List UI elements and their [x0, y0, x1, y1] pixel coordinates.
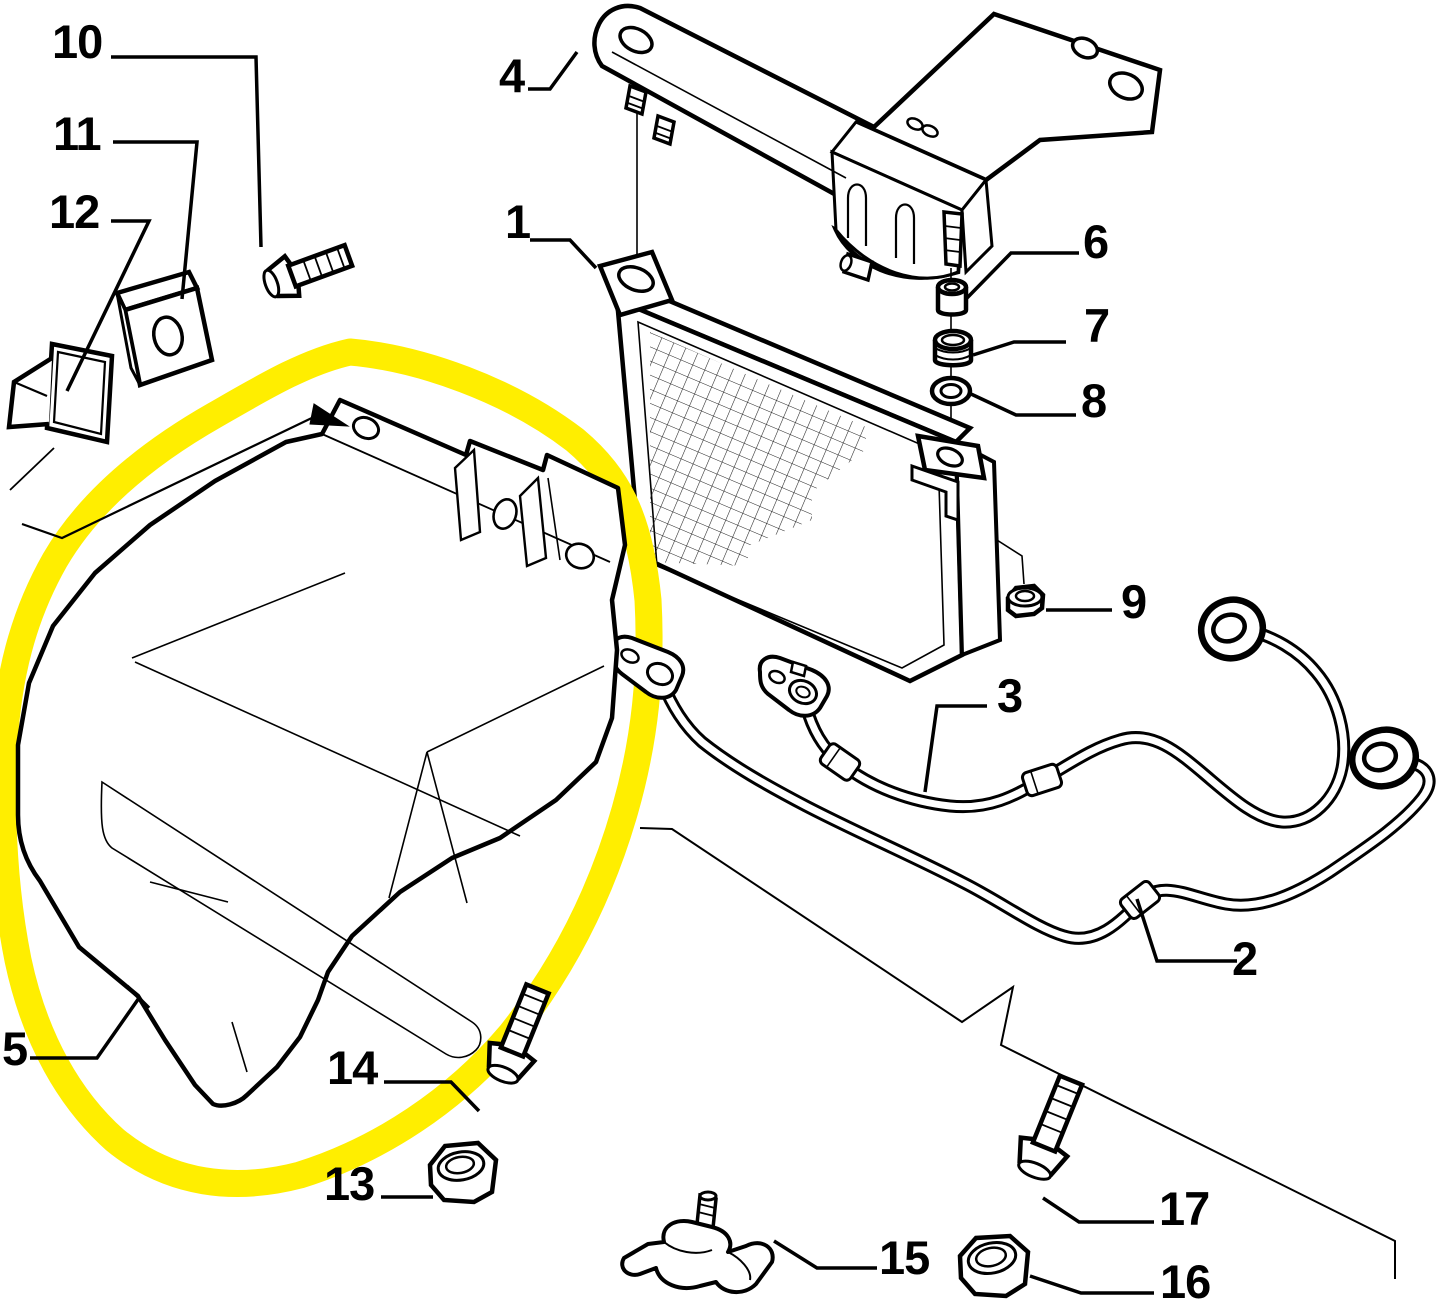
bolt-part-14 — [486, 981, 552, 1085]
callout-12: 12 — [49, 185, 100, 238]
spacer-block-part-11 — [113, 269, 215, 388]
callout-16: 16 — [1160, 1255, 1211, 1302]
pipe-couplers — [818, 742, 1162, 921]
callout-13: 13 — [324, 1157, 375, 1210]
nut-part-16 — [957, 1233, 1031, 1299]
bracket-part-4 — [592, 3, 1163, 283]
callout-8: 8 — [1081, 374, 1107, 427]
bushing-part-7 — [932, 328, 974, 368]
callout-7: 7 — [1084, 299, 1110, 352]
callout-5: 5 — [2, 1022, 28, 1075]
callout-17: 17 — [1159, 1182, 1210, 1235]
callout-15: 15 — [879, 1231, 930, 1284]
pipe-part-2 — [656, 679, 1436, 945]
nut-part-13 — [427, 1140, 499, 1205]
nut-part-9 — [1005, 583, 1046, 619]
spacer-part-6 — [935, 277, 969, 317]
bolt-part-10 — [262, 242, 356, 299]
callout-1: 1 — [505, 195, 531, 248]
callout-6: 6 — [1083, 215, 1109, 268]
callout-4: 4 — [499, 49, 525, 102]
callout-3: 3 — [997, 669, 1023, 722]
tab-hole-arrow — [21, 403, 350, 540]
callout-11: 11 — [53, 107, 102, 160]
pipe-flanges — [609, 634, 831, 718]
callout-10: 10 — [52, 15, 103, 68]
clamp-part-15 — [620, 1190, 775, 1294]
bolt-part-17 — [1017, 1072, 1086, 1181]
duct-adapter-part-12 — [6, 341, 115, 491]
callout-leader-lines — [30, 50, 1237, 1295]
radiator-part-1 — [596, 249, 1003, 684]
duct-part-5 — [15, 397, 628, 1108]
pipe-part-3 — [799, 624, 1351, 829]
callout-9: 9 — [1121, 575, 1147, 628]
callout-14: 14 — [327, 1041, 378, 1094]
callout-2: 2 — [1232, 932, 1258, 985]
pipe-ring-ends — [1197, 596, 1419, 790]
break-lines — [639, 827, 1396, 1279]
washer-part-8 — [929, 375, 973, 407]
highlight-ring — [0, 338, 663, 1197]
